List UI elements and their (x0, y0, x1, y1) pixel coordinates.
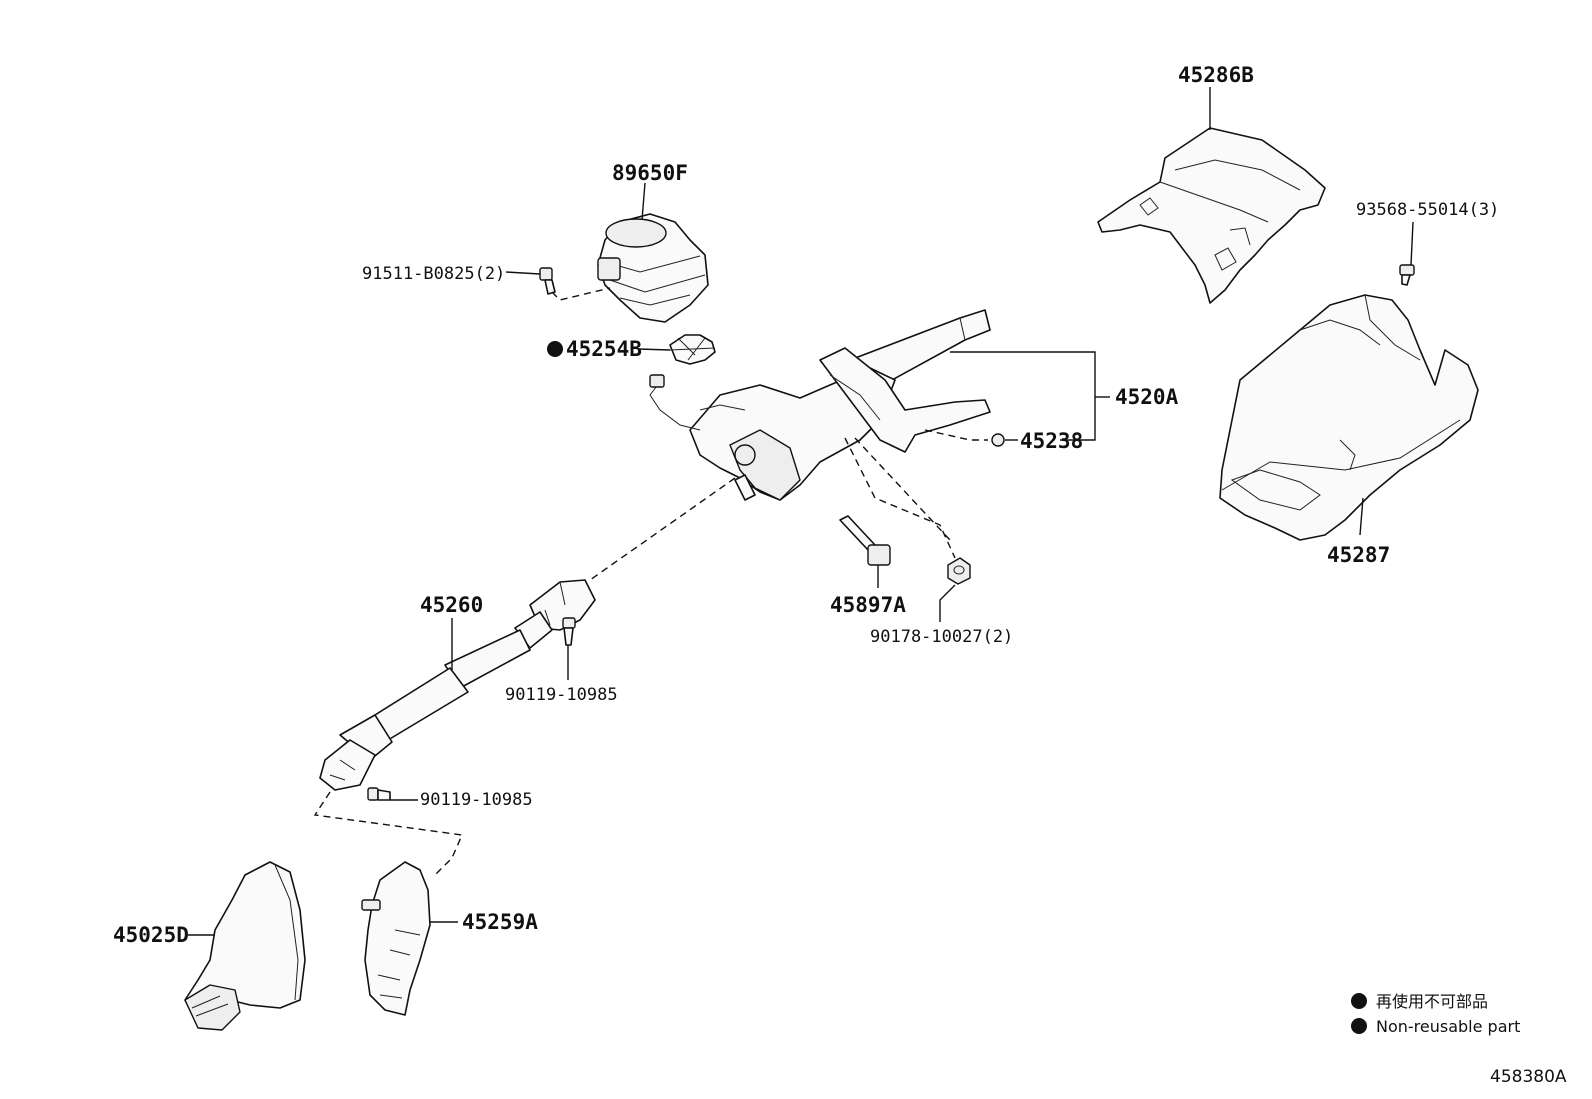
label-45260: 45260 (420, 593, 483, 617)
label-45238: 45238 (1020, 429, 1083, 453)
legend: 再使用不可部品 Non-reusable part (1351, 992, 1520, 1036)
nut-45238 (991, 433, 1005, 447)
lower-column-cover-45287 (1219, 294, 1479, 541)
legend-marker-en (1351, 1018, 1367, 1034)
label-45254B: 45254B (566, 337, 642, 361)
upper-column-cover-45286B (1097, 127, 1326, 304)
label-90119-10985-upper: 90119-10985 (505, 685, 618, 705)
legend-text-ja: 再使用不可部品 (1376, 992, 1488, 1011)
boot-45025D (184, 861, 306, 1031)
coupling-45254B (669, 334, 716, 365)
diagram-code: 458380A (1490, 1067, 1567, 1087)
bolt-90119-upper (562, 617, 576, 646)
label-89650F: 89650F (612, 161, 688, 185)
bolt-91511 (539, 267, 556, 295)
leader-lines (188, 87, 1414, 936)
label-90178-10027: 90178-10027(2) (870, 627, 1013, 647)
nut-90178 (947, 557, 971, 585)
label-45287: 45287 (1327, 543, 1390, 567)
non-reusable-marker-45254B (547, 341, 563, 357)
legend-marker-ja (1351, 993, 1367, 1009)
screw-93568 (1399, 264, 1415, 286)
label-90119-10985-lower: 90119-10985 (420, 790, 533, 810)
part-labels: 45286B 93568-55014(3) 89650F 91511-B0825… (113, 63, 1499, 947)
label-45286B: 45286B (1178, 63, 1254, 87)
label-4520A: 4520A (1115, 385, 1179, 409)
assembly-dashed-lines (313, 287, 988, 876)
label-45025D: 45025D (113, 923, 189, 947)
label-91511-B0825: 91511-B0825(2) (362, 264, 505, 284)
cover-45259A (361, 861, 431, 1016)
legend-text-en: Non-reusable part (1376, 1017, 1520, 1036)
label-93568-55014: 93568-55014(3) (1356, 200, 1499, 220)
steering-column-4520A (649, 309, 991, 501)
label-45259A: 45259A (462, 910, 538, 934)
motor-89650F (597, 213, 709, 323)
label-45897A: 45897A (830, 593, 906, 617)
bolt-90119-lower (367, 787, 391, 801)
bolt-45897A (839, 515, 891, 566)
intermediate-shaft-45260 (319, 579, 596, 791)
